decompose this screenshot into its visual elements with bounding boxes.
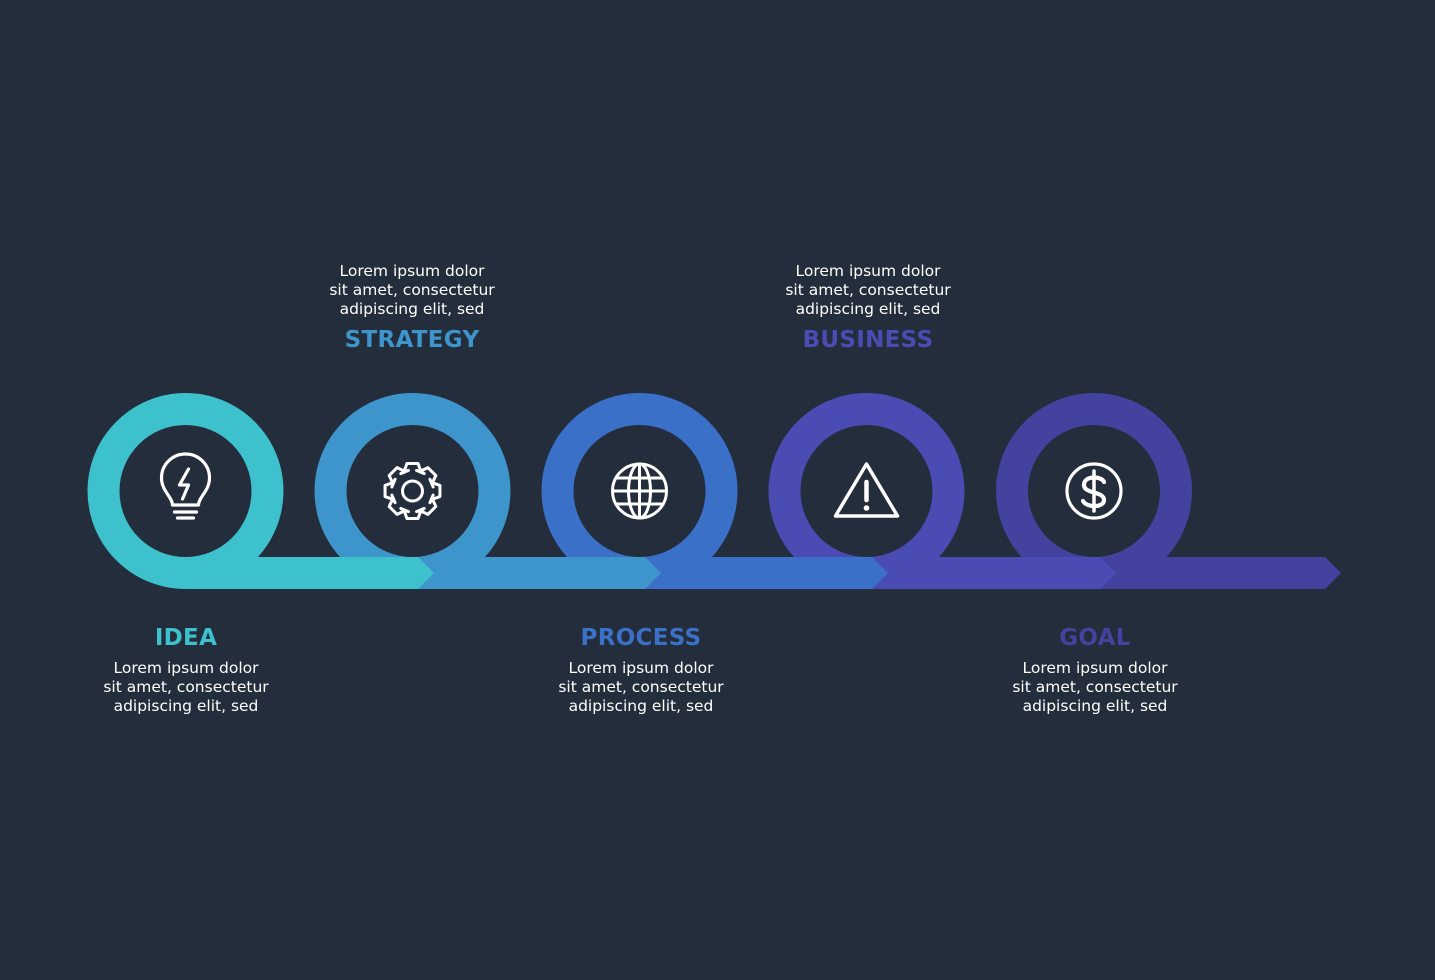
description-line: sit amet, consectetur xyxy=(785,281,951,299)
description-line: sit amet, consectetur xyxy=(1012,678,1178,696)
dollar-icon xyxy=(1065,462,1123,520)
lightbulb-icon xyxy=(159,452,212,520)
step-description-process: Lorem ipsum dolor sit amet, consectetur … xyxy=(511,659,771,716)
globe-icon xyxy=(611,462,668,520)
step-title-process: PROCESS xyxy=(580,625,702,651)
arrow-segment-process xyxy=(645,557,888,589)
warning-icon xyxy=(833,462,900,518)
description-line: sit amet, consectetur xyxy=(558,678,724,696)
gear-icon xyxy=(383,462,442,520)
description-line: adipiscing elit, sed xyxy=(113,697,259,715)
description-line: adipiscing elit, sed xyxy=(795,300,941,318)
description-line: adipiscing elit, sed xyxy=(1022,697,1168,715)
description-line: Lorem ipsum dolor xyxy=(1022,659,1168,677)
description-line: sit amet, consectetur xyxy=(329,281,495,299)
step-title-idea: IDEA xyxy=(154,625,218,651)
description-line: Lorem ipsum dolor xyxy=(113,659,259,677)
step-title-business: BUSINESS xyxy=(802,327,934,353)
step-title-goal: GOAL xyxy=(1059,625,1131,651)
step-description-business: Lorem ipsum dolor sit amet, consectetur … xyxy=(738,262,998,319)
description-line: Lorem ipsum dolor xyxy=(339,262,485,280)
description-line: adipiscing elit, sed xyxy=(568,697,714,715)
arrow-segment-strategy xyxy=(418,557,661,589)
arrow-segment-goal xyxy=(1100,557,1341,589)
description-line: adipiscing elit, sed xyxy=(339,300,485,318)
arrow-segment-business xyxy=(872,557,1116,589)
step-description-idea: Lorem ipsum dolor sit amet, consectetur … xyxy=(56,659,316,716)
description-line: Lorem ipsum dolor xyxy=(795,262,941,280)
step-description-goal: Lorem ipsum dolor sit amet, consectetur … xyxy=(965,659,1225,716)
step-description-strategy: Lorem ipsum dolor sit amet, consectetur … xyxy=(282,262,542,319)
step-title-strategy: STRATEGY xyxy=(344,327,480,353)
description-line: sit amet, consectetur xyxy=(103,678,269,696)
description-line: Lorem ipsum dolor xyxy=(568,659,714,677)
step-ring-strategy xyxy=(314,393,511,589)
arrow-segment-idea xyxy=(185,557,434,589)
